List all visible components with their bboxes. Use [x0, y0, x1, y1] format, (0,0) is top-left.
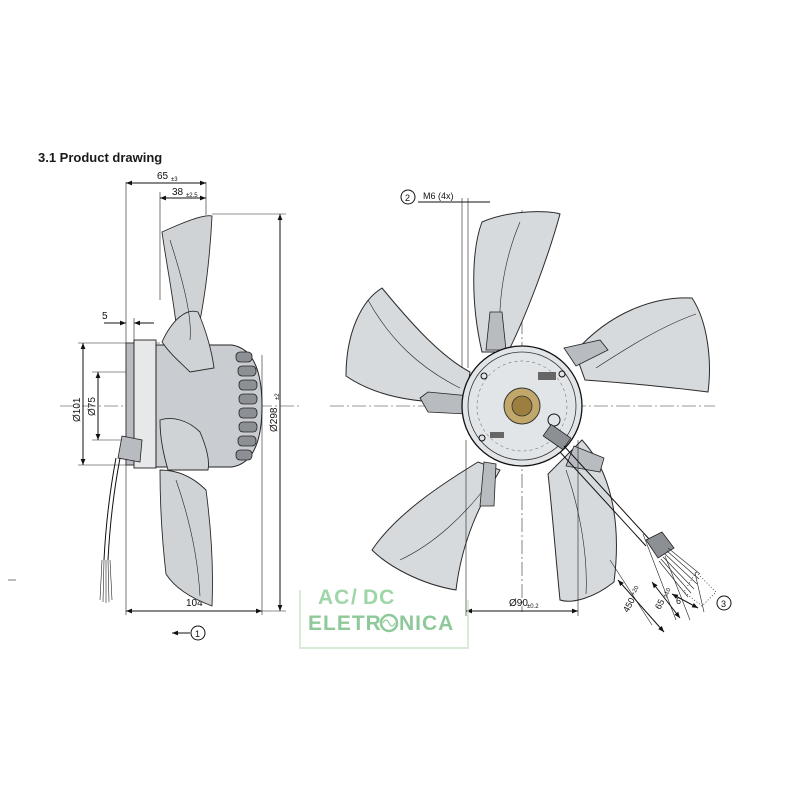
- dim-dia-75: Ø75: [87, 397, 98, 416]
- logo-slash: /: [351, 586, 358, 609]
- logo-o-icon: [379, 613, 399, 633]
- logo-ac: AC: [318, 586, 350, 609]
- dim-cable-6: 6: [676, 596, 681, 606]
- dim-dia-101: Ø101: [72, 397, 83, 422]
- motor-cooling-fins: [235, 351, 258, 461]
- dim-104: 104: [186, 598, 203, 609]
- logo-nica: NICA: [399, 612, 454, 635]
- ref-2: 2: [405, 193, 410, 203]
- dim-dia-90: Ø90: [509, 598, 528, 609]
- side-view: 65 ±3 38 ±2.5 5 Ø101 Ø75 Ø298 ±2 104: [8, 171, 300, 641]
- front-cable-wires: [658, 547, 717, 607]
- front-view: 2 M6 (4x) Ø90 ±0.2 450 +20 65 ±10 6 3: [330, 189, 732, 633]
- logo-dc: DC: [363, 586, 395, 609]
- dim-5: 5: [102, 311, 108, 322]
- motor-struts: [419, 311, 609, 507]
- dim-dia-298-tol: ±2: [275, 393, 281, 400]
- ref-3: 3: [721, 599, 726, 609]
- dim-cable-450-tol: +20: [630, 585, 640, 597]
- ref-1: 1: [195, 629, 200, 639]
- mount-label: M6 (4x): [423, 191, 454, 201]
- cable-wires: [99, 559, 113, 603]
- dim-dia-90-tol: ±0.2: [527, 604, 539, 610]
- dim-cable-65-tol: ±10: [662, 587, 672, 599]
- dim-38-tol: ±2.5: [186, 193, 198, 199]
- dim-cable-65: 65: [653, 597, 667, 611]
- watermark-logo: AC / DC ELETR NICA: [299, 586, 469, 649]
- logo-eletr: ELETR: [308, 612, 382, 635]
- dim-65: 65: [157, 171, 169, 182]
- dim-dia-298: Ø298: [269, 407, 280, 432]
- section-title: 3.1 Product drawing: [38, 150, 163, 165]
- dim-38: 38: [172, 187, 184, 198]
- dim-65-tol: ±3: [171, 177, 178, 183]
